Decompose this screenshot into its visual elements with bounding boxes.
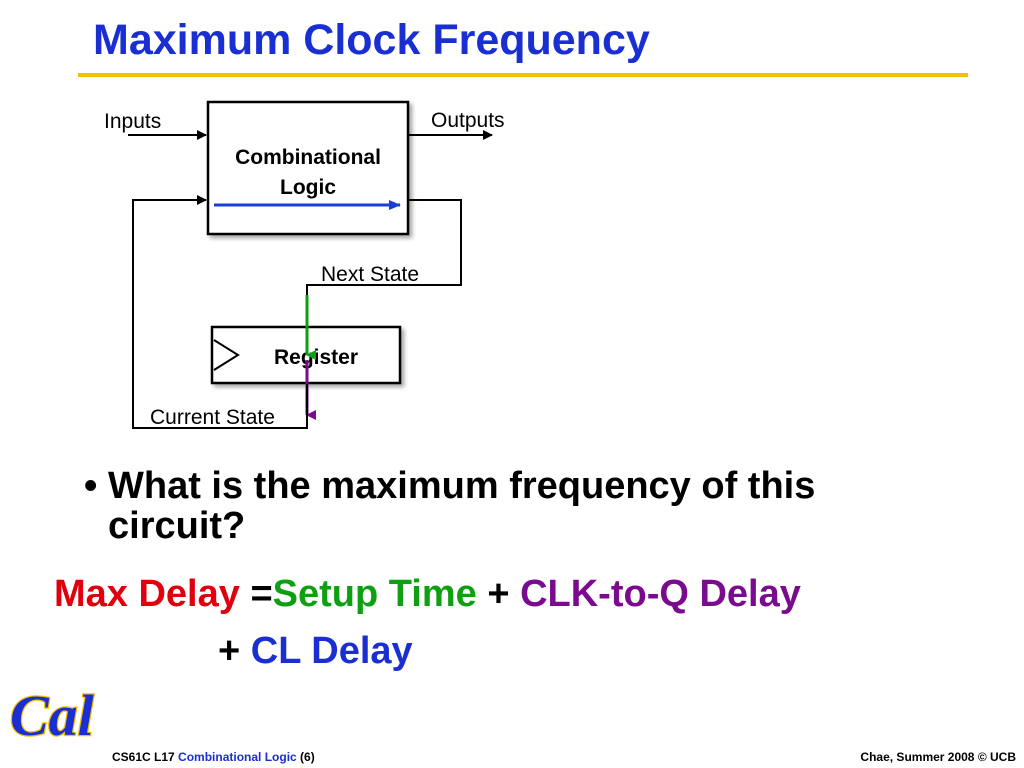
bullet-text: What is the maximum frequency of this ci…: [108, 465, 816, 547]
bullet-marker: •: [84, 465, 98, 507]
next-state-label: Next State: [321, 263, 419, 286]
footer-course: CS61C L17 Combinational Logic (6): [112, 750, 315, 764]
plus-sign-1: +: [476, 573, 521, 615]
inputs-label: Inputs: [104, 110, 161, 133]
footer-course-code: CS61C L17: [112, 750, 179, 764]
slide-title: Maximum Clock Frequency: [93, 16, 650, 64]
current-state-label: Current State: [150, 406, 275, 429]
register-label: Register: [274, 346, 358, 369]
title-underline: [78, 73, 968, 77]
clk-to-q-term: CLK-to-Q Delay: [520, 573, 801, 615]
max-delay-term: Max Delay: [54, 573, 240, 615]
cl-label-line1: Combinational: [235, 146, 381, 169]
footer-topic: Combinational Logic: [178, 750, 297, 764]
clock-triangle: [213, 339, 240, 371]
footer-page: (6): [296, 750, 315, 764]
equals-sign: =: [239, 573, 273, 615]
formula-line-1: Max Delay =Setup Time + CLK-to-Q Delay: [54, 573, 801, 616]
formula-line-2: + CL Delay: [218, 630, 413, 673]
combinational-logic-box: [206, 100, 410, 236]
cal-logo-text: Cal: [10, 685, 95, 743]
outputs-label: Outputs: [431, 109, 505, 132]
current-state-wire: [132, 195, 308, 429]
cl-label-line2: Logic: [280, 176, 336, 199]
cl-delay-term: CL Delay: [250, 630, 413, 672]
plus-sign-2: +: [218, 630, 251, 672]
footer-credit: Chae, Summer 2008 © UCB: [860, 750, 1016, 764]
cal-logo: Cal: [9, 685, 96, 743]
setup-time-term: Setup Time: [272, 573, 477, 615]
